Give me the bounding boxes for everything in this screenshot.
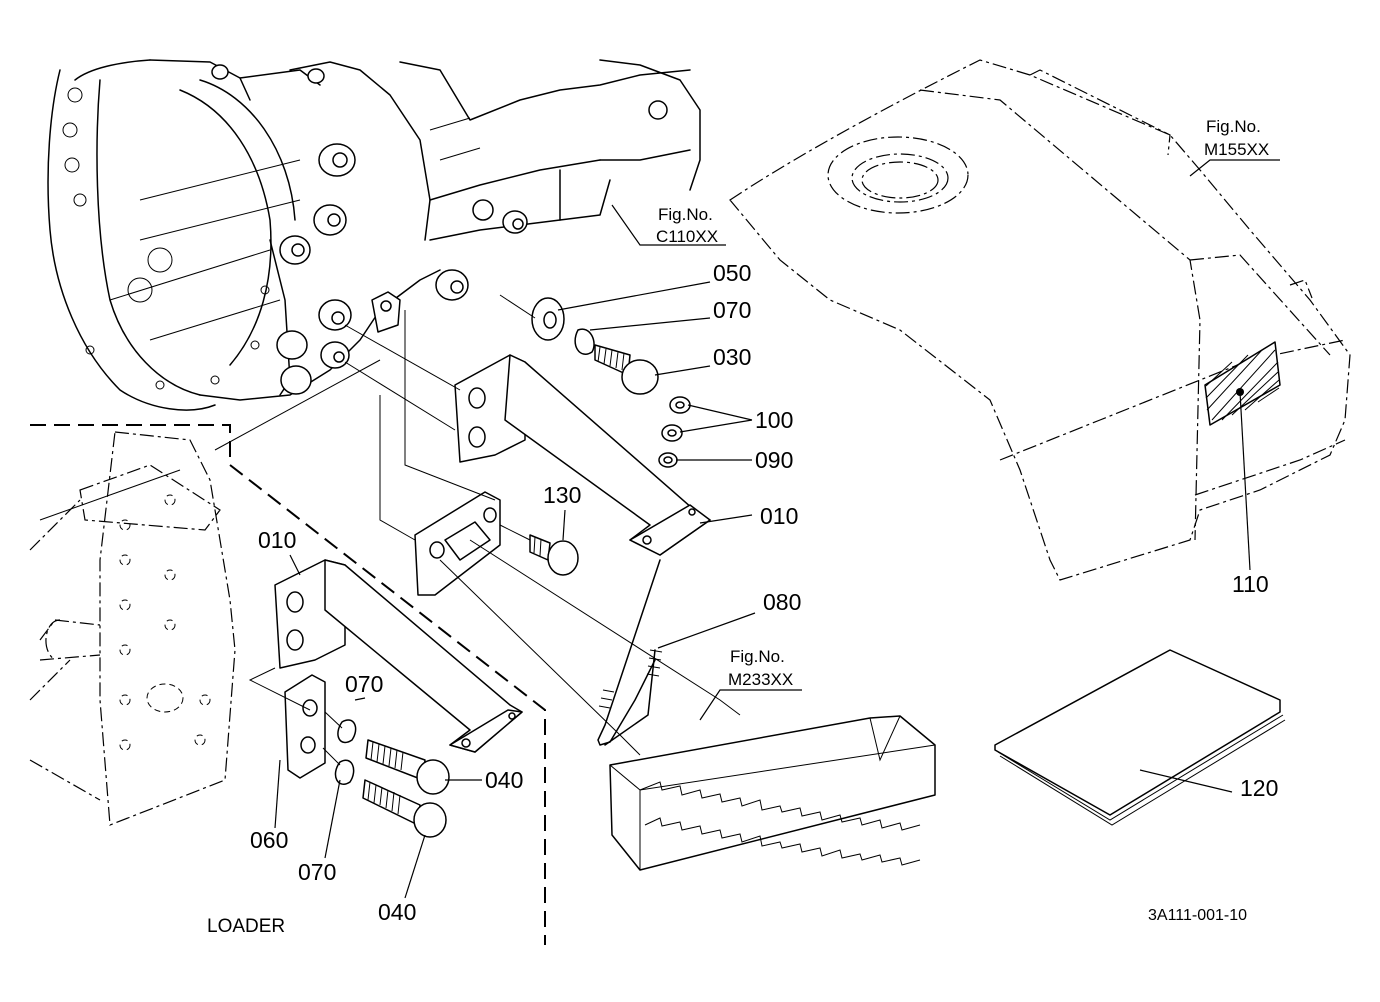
callout-080: 080 (763, 589, 801, 615)
lock-washer-070-upper (574, 328, 595, 355)
callout-070-mid: 070 (345, 671, 383, 697)
manual-120 (994, 649, 1286, 826)
fig-ref-c110-label: Fig.No. (658, 205, 713, 224)
callout-060: 060 (250, 827, 288, 853)
fig-ref-m233-code: M233XX (728, 670, 793, 689)
callout-leaders (274, 159, 1280, 899)
loader-label: LOADER (207, 916, 285, 937)
washer-050 (531, 297, 565, 341)
engine-hood (729, 59, 1351, 581)
drawing-id: 3A111-001-10 (1148, 907, 1247, 924)
callout-070-lower: 070 (298, 859, 336, 885)
bracket-010-upper (454, 354, 711, 556)
callout-100: 100 (755, 407, 793, 433)
assembly-lines (39, 294, 741, 766)
lock-washer-070-mid (337, 719, 357, 744)
callout-040-lower: 040 (378, 899, 416, 925)
callout-010-upper: 010 (760, 503, 798, 529)
callout-050: 050 (713, 260, 751, 286)
mounting-plate (414, 491, 501, 596)
bracket-010-lower (274, 559, 523, 753)
bolt-130 (529, 534, 579, 576)
lock-washer-070-lower (334, 759, 355, 785)
nut-100 (661, 396, 691, 442)
callout-090: 090 (755, 447, 793, 473)
hook-080 (597, 559, 663, 746)
callout-110: 110 (1232, 571, 1269, 597)
step-m233 (609, 715, 936, 871)
fig-ref-m155-code: M155XX (1204, 140, 1269, 159)
loader-section (29, 424, 546, 945)
washer-090 (658, 452, 678, 468)
callout-070-upper: 070 (713, 297, 751, 323)
decal-110 (1204, 341, 1281, 571)
fig-ref-m233-label: Fig.No. (730, 647, 785, 666)
transmission-housing (47, 59, 701, 411)
bolt-040-upper (365, 739, 450, 795)
bolt-040-lower (362, 779, 447, 838)
bolt-030 (594, 344, 659, 395)
callout-040-upper: 040 (485, 767, 523, 793)
fig-ref-m155-label: Fig.No. (1206, 117, 1261, 136)
plate-060 (284, 674, 326, 779)
callout-130: 130 (543, 482, 581, 508)
callout-010-lower: 010 (258, 527, 296, 553)
callout-030: 030 (713, 344, 751, 370)
fig-ref-c110-code: C110XX (656, 227, 718, 246)
callout-120: 120 (1240, 775, 1278, 801)
